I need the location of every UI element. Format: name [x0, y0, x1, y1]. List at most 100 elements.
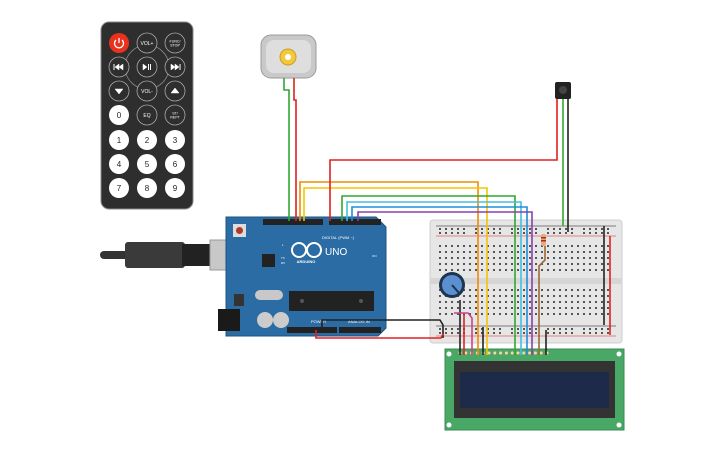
breadboard-hole[interactable] [475, 332, 477, 334]
breadboard-hole[interactable] [439, 257, 441, 259]
breadboard-hole[interactable] [481, 263, 483, 265]
breadboard-hole[interactable] [511, 289, 513, 291]
breadboard-hole[interactable] [439, 228, 441, 230]
breadboard-hole[interactable] [511, 332, 513, 334]
breadboard-hole[interactable] [565, 269, 567, 271]
breadboard-hole[interactable] [487, 228, 489, 230]
breadboard-hole[interactable] [511, 228, 513, 230]
breadboard-hole[interactable] [487, 232, 489, 234]
breadboard-hole[interactable] [589, 269, 591, 271]
breadboard-hole[interactable] [445, 257, 447, 259]
breadboard-hole[interactable] [601, 257, 603, 259]
breadboard-hole[interactable] [493, 295, 495, 297]
breadboard-hole[interactable] [511, 295, 513, 297]
breadboard-hole[interactable] [577, 245, 579, 247]
lcd-pin[interactable] [515, 350, 521, 356]
breadboard-hole[interactable] [595, 313, 597, 315]
breadboard-hole[interactable] [463, 269, 465, 271]
breadboard-hole[interactable] [505, 289, 507, 291]
breadboard-hole[interactable] [589, 257, 591, 259]
breadboard-hole[interactable] [523, 251, 525, 253]
breadboard-hole[interactable] [535, 289, 537, 291]
breadboard-hole[interactable] [505, 301, 507, 303]
remote-button-vol[interactable]: VOL- [136, 80, 158, 102]
breadboard-hole[interactable] [481, 295, 483, 297]
breadboard-hole[interactable] [547, 301, 549, 303]
breadboard-hole[interactable] [517, 251, 519, 253]
breadboard-hole[interactable] [493, 228, 495, 230]
breadboard-hole[interactable] [529, 251, 531, 253]
breadboard-hole[interactable] [493, 332, 495, 334]
breadboard-hole[interactable] [505, 269, 507, 271]
breadboard-hole[interactable] [535, 228, 537, 230]
arduino-uno[interactable]: ARDUINO UNO DIGITAL (PWM ~) POWER ANALOG… [218, 216, 387, 337]
breadboard-hole[interactable] [577, 269, 579, 271]
breadboard-hole[interactable] [571, 301, 573, 303]
remote-button-5[interactable]: 5 [137, 154, 157, 174]
breadboard-hole[interactable] [541, 251, 543, 253]
breadboard-hole[interactable] [445, 301, 447, 303]
breadboard-hole[interactable] [499, 245, 501, 247]
breadboard-hole[interactable] [451, 313, 453, 315]
breadboard-hole[interactable] [553, 313, 555, 315]
resistor[interactable] [541, 234, 546, 246]
breadboard-hole[interactable] [469, 295, 471, 297]
remote-button-play-pause[interactable] [136, 56, 158, 78]
breadboard-hole[interactable] [481, 301, 483, 303]
lcd-pin[interactable] [492, 350, 497, 356]
breadboard-hole[interactable] [487, 313, 489, 315]
breadboard-hole[interactable] [457, 313, 459, 315]
breadboard-hole[interactable] [451, 263, 453, 265]
breadboard-hole[interactable] [577, 307, 579, 309]
breadboard-hole[interactable] [541, 307, 543, 309]
breadboard-hole[interactable] [601, 232, 603, 234]
remote-button-2[interactable]: 2 [137, 130, 157, 150]
breadboard-hole[interactable] [499, 257, 501, 259]
breadboard-hole[interactable] [607, 332, 609, 334]
dc-motor[interactable] [260, 34, 317, 79]
breadboard-hole[interactable] [457, 269, 459, 271]
wires[interactable] [283, 78, 611, 355]
lcd-pin[interactable] [533, 350, 538, 356]
breadboard-hole[interactable] [547, 295, 549, 297]
breadboard-hole[interactable] [439, 263, 441, 265]
breadboard-hole[interactable] [469, 269, 471, 271]
breadboard-hole[interactable] [439, 313, 441, 315]
breadboard-hole[interactable] [535, 301, 537, 303]
breadboard-hole[interactable] [535, 328, 537, 330]
breadboard-hole[interactable] [445, 328, 447, 330]
breadboard-hole[interactable] [439, 332, 441, 334]
breadboard-hole[interactable] [595, 307, 597, 309]
breadboard-hole[interactable] [607, 228, 609, 230]
breadboard-hole[interactable] [505, 251, 507, 253]
breadboard-hole[interactable] [445, 228, 447, 230]
breadboard-hole[interactable] [463, 228, 465, 230]
remote-button-0[interactable]: 0 [109, 105, 129, 125]
breadboard-hole[interactable] [571, 295, 573, 297]
breadboard-hole[interactable] [523, 301, 525, 303]
breadboard-hole[interactable] [499, 263, 501, 265]
breadboard-hole[interactable] [481, 232, 483, 234]
breadboard-hole[interactable] [595, 328, 597, 330]
breadboard-hole[interactable] [463, 257, 465, 259]
breadboard-hole[interactable] [601, 301, 603, 303]
breadboard-hole[interactable] [559, 269, 561, 271]
breadboard-hole[interactable] [547, 313, 549, 315]
breadboard-hole[interactable] [595, 295, 597, 297]
breadboard-hole[interactable] [565, 289, 567, 291]
breadboard-hole[interactable] [529, 289, 531, 291]
breadboard-hole[interactable] [571, 257, 573, 259]
breadboard-hole[interactable] [517, 307, 519, 309]
breadboard-hole[interactable] [547, 263, 549, 265]
breadboard-hole[interactable] [595, 269, 597, 271]
breadboard-hole[interactable] [469, 245, 471, 247]
breadboard-hole[interactable] [523, 269, 525, 271]
breadboard-hole[interactable] [547, 269, 549, 271]
breadboard-hole[interactable] [469, 307, 471, 309]
breadboard-hole[interactable] [589, 245, 591, 247]
breadboard-hole[interactable] [577, 257, 579, 259]
breadboard-hole[interactable] [481, 228, 483, 230]
breadboard-hole[interactable] [583, 295, 585, 297]
